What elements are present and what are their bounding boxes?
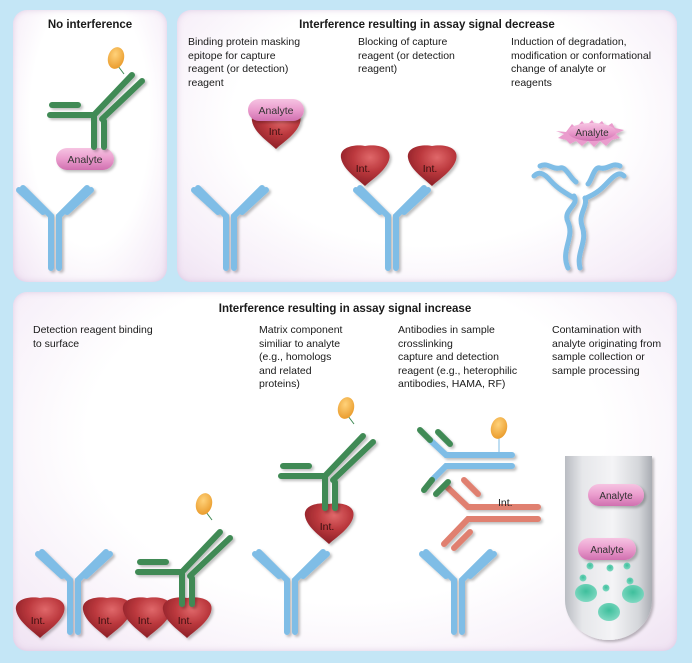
degraded-antibody (531, 162, 627, 271)
capture-antibody (194, 188, 266, 268)
increase-desc-matrix-component: Matrix component similiar to analyte (e.… (259, 324, 343, 390)
interferent-label: Int. (98, 615, 113, 627)
decrease-title: Interference resulting in assay signal d… (299, 19, 555, 31)
contaminant-droplets (575, 562, 644, 621)
increase-title: Interference resulting in assay signal i… (218, 303, 472, 315)
interferent-blob: Int. (123, 597, 172, 638)
interferent-blob: Int. (16, 597, 65, 638)
interferent-label: Int. (320, 521, 335, 533)
detection-antibody (138, 532, 230, 604)
interferent-blob: Int. (163, 597, 212, 638)
interferent-label: Int. (269, 126, 284, 138)
decrease-desc-masking: Binding protein masking epitope for capt… (188, 36, 301, 89)
interferent-label: Int. (498, 497, 513, 509)
interferent-label: Int. (138, 615, 153, 627)
analyte-label: Analyte (67, 154, 102, 166)
interferent-blob: Int. (305, 503, 354, 544)
analyte-starburst: Analyte (556, 120, 624, 147)
heterophilic-antibody (441, 477, 541, 551)
interferent-label: Int. (178, 615, 193, 627)
detection-antibody (281, 436, 373, 508)
label-tag-icon (488, 415, 510, 452)
panel-no-interference (13, 10, 167, 282)
analyte-pill: Analyte (578, 538, 636, 560)
interferent-label: Int. (356, 163, 371, 175)
analyte-pill: Analyte (56, 148, 114, 170)
analyte-label: Analyte (575, 128, 609, 139)
interferent-blob: Int. (83, 597, 132, 638)
interferent-label: Int. (423, 163, 438, 175)
increase-desc-surface-binding: Detection reagent binding to surface (33, 324, 153, 350)
no-interference-title: No interference (47, 19, 133, 31)
increase-desc-crosslinking-antibodies: Antibodies in sample crosslinking captur… (398, 324, 518, 390)
interferent-blob: Int. (252, 108, 301, 149)
analyte-pill: Analyte (248, 99, 304, 121)
capture-antibody (422, 552, 494, 632)
analyte-label: Analyte (599, 491, 633, 502)
capture-antibody (356, 188, 428, 268)
interferent-blob: Int. (408, 145, 457, 186)
capture-antibody (255, 552, 327, 632)
label-tag-icon (105, 45, 127, 75)
label-tag-icon (335, 395, 357, 425)
label-tag-icon (193, 491, 215, 521)
decrease-desc-blocking: Blocking of capture reagent (or detectio… (358, 36, 455, 75)
interferent-label: Int. (31, 615, 46, 627)
detection-antibody (50, 75, 142, 147)
analyte-pill: Analyte (588, 484, 644, 506)
analyte-label: Analyte (258, 105, 293, 117)
analyte-label: Analyte (590, 545, 624, 556)
capture-antibody (19, 188, 91, 268)
decrease-desc-degradation: Induction of degradation, modification o… (511, 36, 652, 89)
increase-desc-contamination: Contamination with analyte originating f… (552, 324, 662, 377)
detection-antibody-chimeric (417, 427, 515, 497)
interferent-blob: Int. (341, 145, 390, 186)
